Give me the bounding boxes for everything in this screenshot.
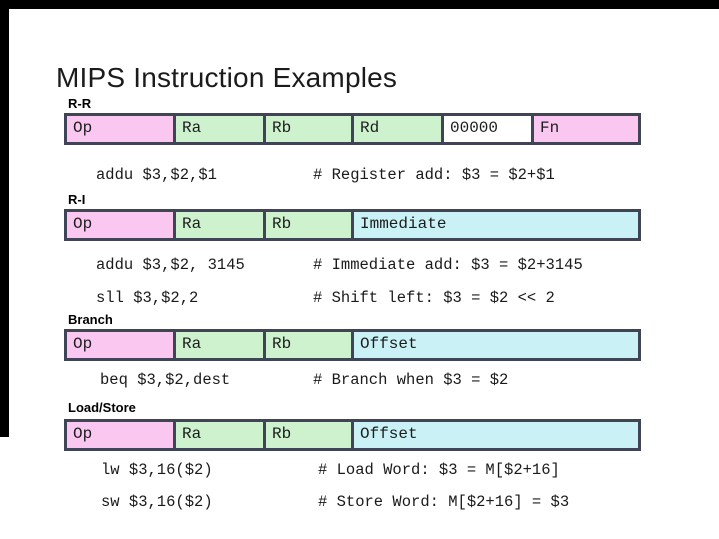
field-cell-rd: Rd [351,116,441,142]
field-cell-fn: Fn [531,116,638,142]
field-cell-ra: Ra [173,212,263,238]
instruction-text: sw $3,16($2) [101,493,213,511]
comment-text: # Load Word: $3 = M[$2+16] [318,461,560,479]
comment-text: # Register add: $3 = $2+$1 [313,166,555,184]
field-cell-op: Op [67,422,173,448]
field-cell-offset: Offset [351,422,638,448]
instruction-text: lw $3,16($2) [101,461,213,479]
field-cell-offset: Offset [351,332,638,358]
format-label-r-i: R-I [68,192,86,207]
field-cell-rb: Rb [263,212,351,238]
field-cell-rb: Rb [263,332,351,358]
instruction-text: addu $3,$2, 3145 [96,256,245,274]
instruction-text: addu $3,$2,$1 [96,166,217,184]
comment-text: # Branch when $3 = $2 [313,371,509,389]
field-cell-op: Op [67,116,173,142]
field-cell-rb: Rb [263,116,351,142]
comment-text: # Immediate add: $3 = $2+3145 [313,256,583,274]
field-cell-00000: 00000 [441,116,531,142]
format-label-r-r: R-R [68,96,92,111]
instruction-text: beq $3,$2,dest [100,371,231,389]
field-cell-op: Op [67,212,173,238]
field-cell-immediate: Immediate [351,212,638,238]
screen-edge-left-bar [0,0,9,437]
format-label-load-store: Load/Store [68,400,136,415]
instruction-text: sll $3,$2,2 [96,289,199,307]
field-cell-ra: Ra [173,422,263,448]
screen-edge-top-bar [0,0,719,9]
comment-text: # Shift left: $3 = $2 << 2 [313,289,555,307]
field-cell-ra: Ra [173,332,263,358]
field-cell-rb: Rb [263,422,351,448]
page-title: MIPS Instruction Examples [56,62,398,93]
format-label-branch: Branch [68,312,113,327]
field-cell-ra: Ra [173,116,263,142]
field-cell-op: Op [67,332,173,358]
comment-text: # Store Word: M[$2+16] = $3 [318,493,570,511]
